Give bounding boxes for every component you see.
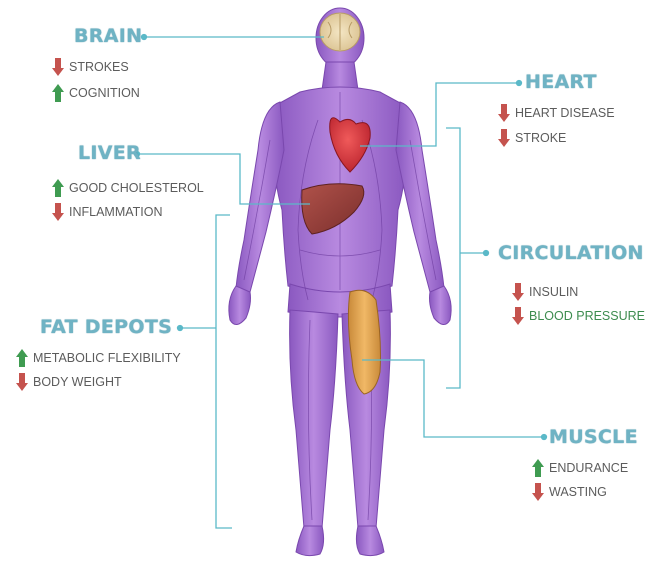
circulation-item-label: INSULIN — [529, 285, 578, 299]
brain-organ — [320, 13, 360, 51]
circulation-item-label: BLOOD PRESSURE — [529, 309, 645, 323]
arrow-up-icon — [52, 84, 64, 102]
brain-item-label: COGNITION — [69, 86, 140, 100]
liver-item-inflammation: INFLAMMATION — [52, 203, 163, 221]
fat-depots-item-body-weight: BODY WEIGHT — [16, 373, 122, 391]
arrow-down-icon — [532, 483, 544, 501]
arrow-down-icon — [498, 129, 510, 147]
circulation-item-insulin: INSULIN — [512, 283, 578, 301]
arrow-down-icon — [512, 307, 524, 325]
brain-item-cognition: COGNITION — [52, 84, 140, 102]
fat-depots-title: FAT DEPOTS — [40, 316, 172, 338]
muscle-item-label: ENDURANCE — [549, 461, 628, 475]
arrow-down-icon — [498, 104, 510, 122]
liver-item-label: GOOD CHOLESTEROL — [69, 181, 204, 195]
circulation-item-blood-pressure: BLOOD PRESSURE — [512, 307, 645, 325]
heart-item-heart-disease: HEART DISEASE — [498, 104, 615, 122]
muscle-title: MUSCLE — [549, 426, 638, 448]
fat-depots-item-label: BODY WEIGHT — [33, 375, 122, 389]
muscle-item-wasting: WASTING — [532, 483, 607, 501]
brain-title: BRAIN — [74, 25, 142, 47]
heart-item-label: HEART DISEASE — [515, 106, 615, 120]
heart-title: HEART — [525, 71, 597, 93]
fat-depots-item-metabolic-flexibility: METABOLIC FLEXIBILITY — [16, 349, 181, 367]
muscle-item-label: WASTING — [549, 485, 607, 499]
heart-item-label: STROKE — [515, 131, 566, 145]
muscle-item-endurance: ENDURANCE — [532, 459, 628, 477]
liver-title: LIVER — [78, 142, 141, 164]
liver-item-label: INFLAMMATION — [69, 205, 163, 219]
arrow-down-icon — [16, 373, 28, 391]
arrow-down-icon — [52, 58, 64, 76]
fat-depots-item-label: METABOLIC FLEXIBILITY — [33, 351, 181, 365]
brain-item-label: STROKES — [69, 60, 129, 74]
heart-item-stroke: STROKE — [498, 129, 566, 147]
arrow-down-icon — [52, 203, 64, 221]
circulation-title: CIRCULATION — [498, 242, 644, 264]
arrow-up-icon — [16, 349, 28, 367]
arrow-up-icon — [52, 179, 64, 197]
brain-item-strokes: STROKES — [52, 58, 129, 76]
arrow-down-icon — [512, 283, 524, 301]
liver-item-good-cholesterol: GOOD CHOLESTEROL — [52, 179, 204, 197]
arrow-up-icon — [532, 459, 544, 477]
